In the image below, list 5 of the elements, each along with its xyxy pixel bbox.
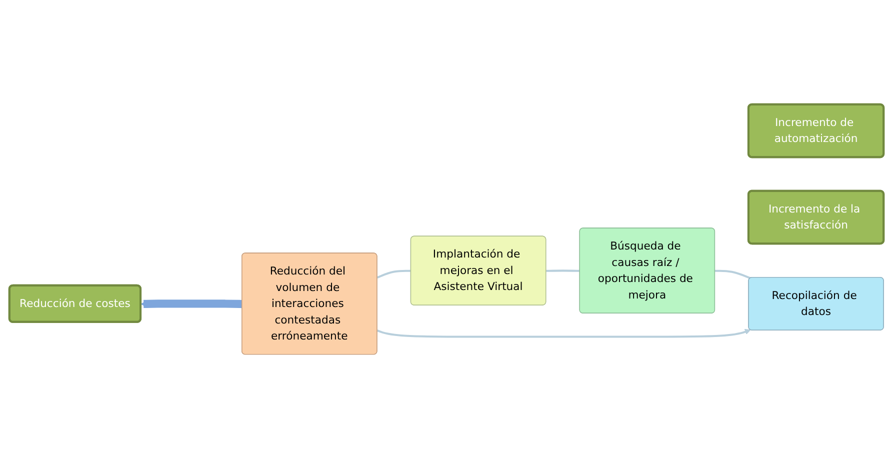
connector [546, 270, 580, 272]
connector [376, 270, 412, 279]
arrow [376, 329, 751, 338]
connector [715, 270, 751, 280]
arrow [140, 300, 244, 308]
